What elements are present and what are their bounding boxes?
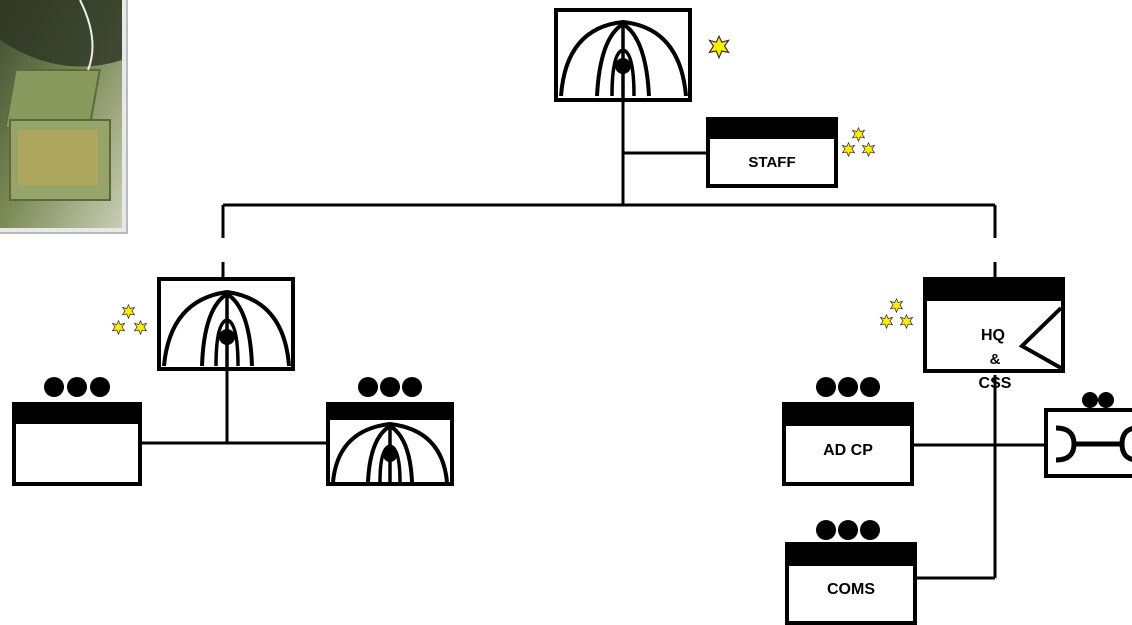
- black-dot-icon: [1098, 392, 1114, 408]
- staff-label: STAFF: [748, 154, 795, 171]
- css-label: CSS: [979, 375, 1012, 392]
- support-pennant-icon: [1018, 306, 1063, 370]
- wrench-icon: [1044, 392, 1132, 478]
- black-dot-icon: [1082, 392, 1098, 408]
- equipment-photo: [0, 0, 128, 234]
- ad-cp-label: AD CP: [823, 442, 873, 459]
- black-dot-icon: [838, 520, 858, 540]
- unit-box: [12, 377, 142, 486]
- hq-ampersand: &: [990, 351, 1001, 368]
- hq-css-unit: HQ & CSS: [923, 277, 1065, 392]
- black-dot-icon: [44, 377, 64, 397]
- black-dot-icon: [838, 377, 858, 397]
- black-dot-icon: [816, 377, 836, 397]
- ad-cp-unit: AD CP: [782, 377, 914, 486]
- rank-stars: [880, 298, 913, 329]
- black-dot-icon: [380, 377, 400, 397]
- black-dot-icon: [90, 377, 110, 397]
- black-dot-icon: [816, 520, 836, 540]
- coms-unit: COMS: [785, 520, 917, 625]
- black-dot-icon: [402, 377, 422, 397]
- radar-dome-icon: [157, 277, 295, 371]
- black-dot-icon: [860, 377, 880, 397]
- radar-dome-icon: [554, 8, 692, 102]
- rank-star-icon: [708, 35, 730, 59]
- rank-stars: [842, 127, 875, 157]
- black-dot-icon: [860, 520, 880, 540]
- coms-label: COMS: [827, 581, 875, 598]
- hq-label: HQ: [981, 327, 1005, 344]
- black-dot-icon: [358, 377, 378, 397]
- black-dot-icon: [67, 377, 87, 397]
- radar-dome-icon: [326, 377, 454, 486]
- rank-stars: [112, 304, 147, 335]
- connector-lines: [140, 100, 1046, 580]
- staff-unit: STAFF: [706, 117, 838, 188]
